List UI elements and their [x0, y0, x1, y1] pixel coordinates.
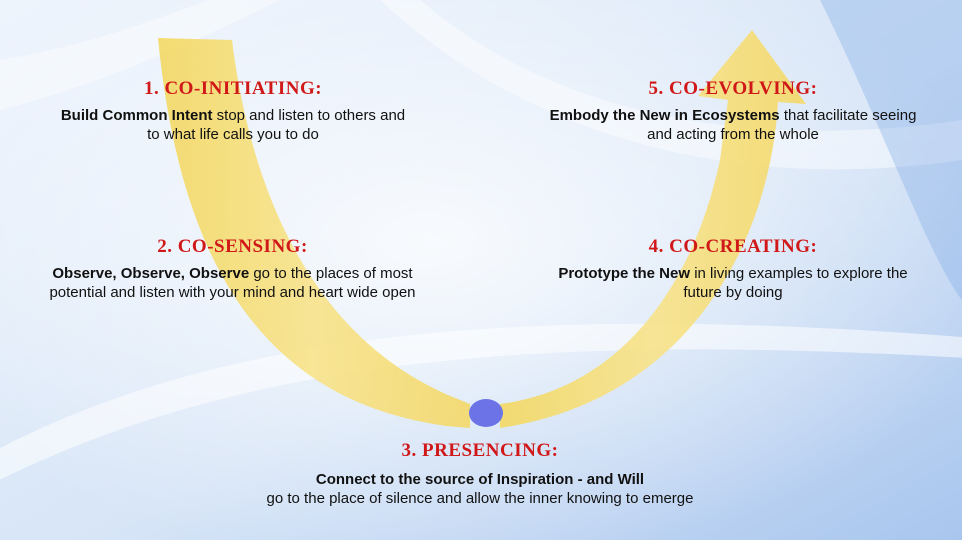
stage-presencing: 3. PRESENCING: Connect to the source of … — [180, 440, 780, 508]
stage-co-evolving: 5. CO-EVOLVING: Embody the New in Ecosys… — [548, 78, 918, 144]
co-sensing-heading: 2. CO-SENSING: — [157, 236, 308, 257]
co-initiating-heading: 1. CO-INITIATING: — [143, 78, 323, 99]
co-evolving-lead: Embody the New in Ecosystems — [549, 107, 780, 124]
co-creating-description: Prototype the New in living examples to … — [548, 264, 918, 302]
presencing-lead: Connect to the source of Inspiration - a… — [315, 471, 645, 488]
co-sensing-description: Observe, Observe, Observe go to the plac… — [40, 264, 425, 302]
stage-co-creating: 4. CO-CREATING: Prototype the New in liv… — [548, 236, 918, 302]
co-sensing-lead: Observe, Observe, Observe — [52, 265, 250, 282]
co-creating-lead: Prototype the New — [558, 265, 691, 282]
stage-co-initiating: 1. CO-INITIATING: Build Common Intent st… — [58, 78, 408, 144]
decorative-swoosh — [820, 0, 962, 300]
co-evolving-heading: 5. CO-EVOLVING: — [648, 78, 818, 99]
presencing-text: go to the place of silence and allow the… — [266, 490, 694, 507]
co-evolving-description: Embody the New in Ecosystems that facili… — [548, 106, 918, 144]
co-initiating-text: stop and listen to others and to what li… — [147, 107, 406, 143]
co-evolving-text: that facilitate seeing and acting from t… — [647, 107, 917, 143]
stage-co-sensing: 2. CO-SENSING: Observe, Observe, Observe… — [40, 236, 425, 302]
co-sensing-text: go to the places of most potential and l… — [49, 265, 416, 301]
presencing-heading: 3. PRESENCING: — [401, 440, 559, 461]
co-creating-heading: 4. CO-CREATING: — [648, 236, 818, 257]
decorative-swoosh — [380, 0, 962, 170]
presencing-dot — [469, 399, 503, 427]
co-initiating-description: Build Common Intent stop and listen to o… — [58, 106, 408, 144]
decorative-swoosh — [0, 0, 280, 110]
decorative-swoosh — [0, 323, 962, 480]
u-curve-right-arrow — [500, 30, 806, 428]
u-curve-left-arm — [158, 38, 470, 428]
co-initiating-lead: Build Common Intent — [60, 107, 213, 124]
co-creating-text: in living examples to explore the future… — [683, 265, 908, 301]
